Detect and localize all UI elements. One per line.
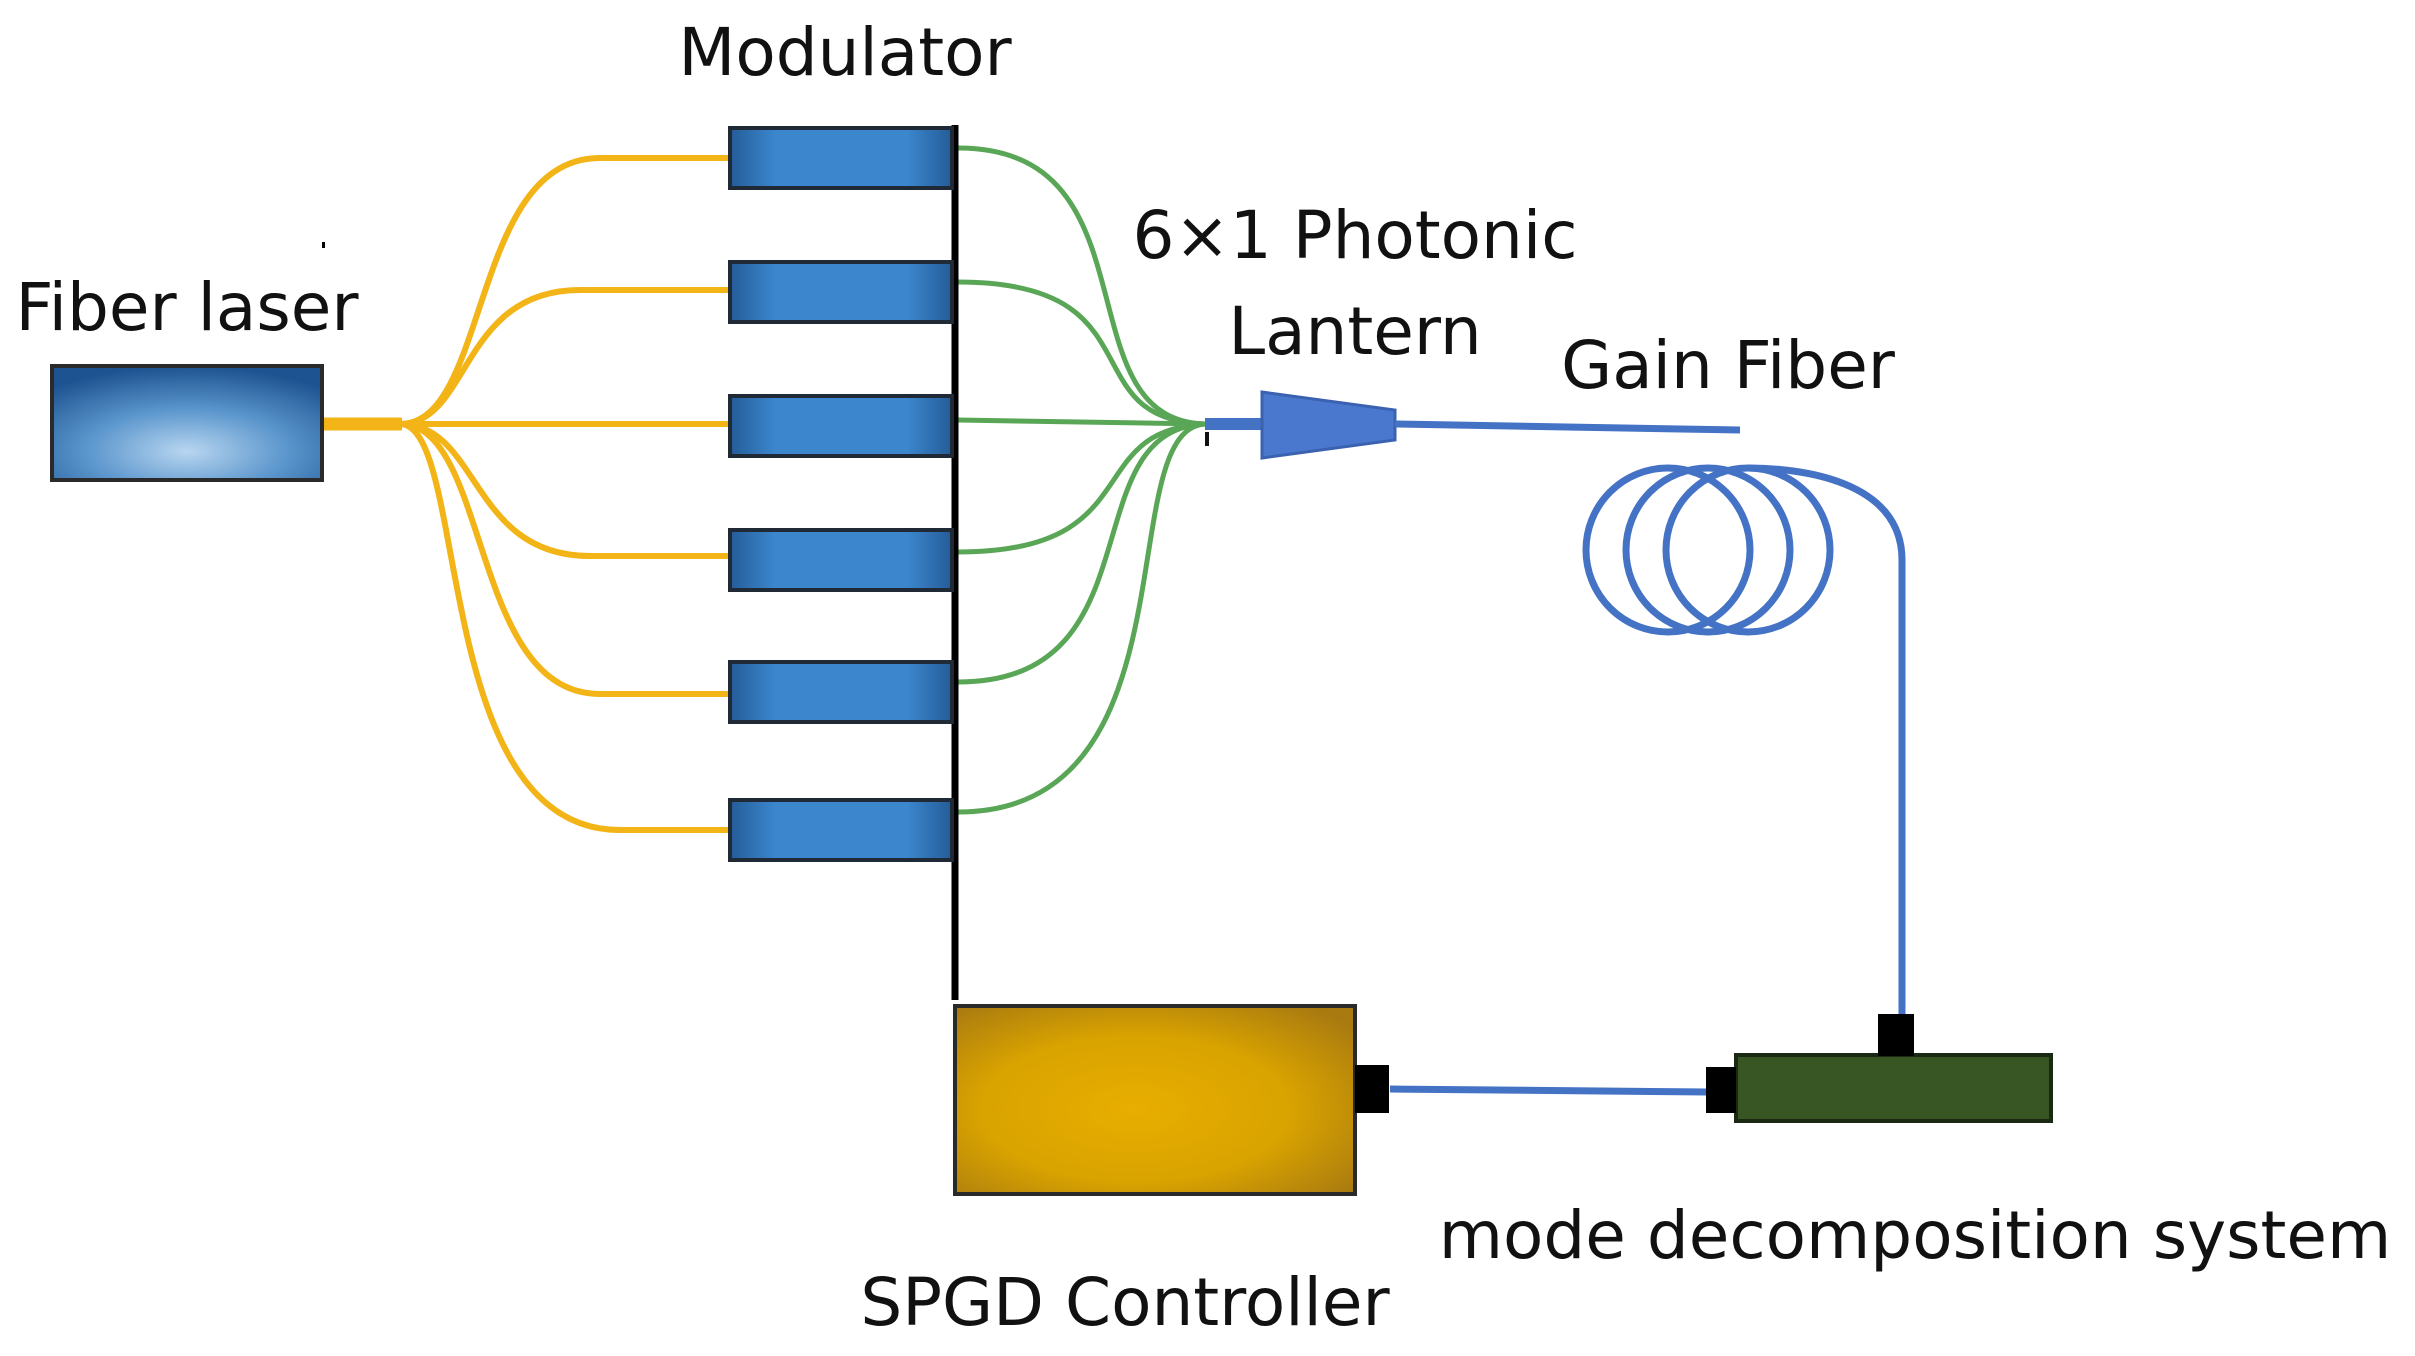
lantern-fiber-2 bbox=[957, 279, 1206, 427]
spgd-controller-label: SPGD Controller bbox=[860, 1264, 1390, 1341]
fiber-laser-label: Fiber laser bbox=[15, 269, 359, 346]
lantern-fiber-4 bbox=[957, 421, 1206, 555]
lantern-label-line2: Lantern bbox=[1228, 293, 1481, 370]
gain-fiber-coil-2 bbox=[1622, 464, 1794, 636]
mode-decomposition-label: mode decomposition system bbox=[1439, 1197, 2392, 1274]
modulator-1 bbox=[728, 126, 954, 190]
stray-mark bbox=[322, 242, 325, 248]
modulator-5 bbox=[728, 660, 954, 724]
lantern-fiber-1 bbox=[957, 145, 1206, 427]
spgd-controller-box bbox=[953, 1004, 1357, 1196]
lantern-label-line1: 6×1 Photonic bbox=[1133, 197, 1578, 274]
input-fibers bbox=[320, 155, 730, 833]
lantern-fiber-5 bbox=[957, 421, 1206, 685]
input-fiber-5 bbox=[399, 421, 730, 697]
mode-decomposition-box bbox=[1734, 1053, 2053, 1123]
mode-system-top-port bbox=[1878, 1014, 1914, 1056]
gain-fiber-coil-1 bbox=[1582, 464, 1754, 636]
gain-fiber bbox=[1389, 420, 1906, 1096]
modulator-3 bbox=[728, 394, 954, 458]
modulator-2 bbox=[728, 260, 954, 324]
lantern-fiber-6 bbox=[957, 421, 1206, 815]
gain-fiber-label: Gain Fiber bbox=[1561, 327, 1896, 404]
input-fiber-4 bbox=[399, 421, 730, 559]
modulator-array bbox=[728, 126, 954, 862]
modulator-label: Modulator bbox=[678, 14, 1012, 91]
input-fiber-2 bbox=[399, 287, 730, 427]
modulator-6 bbox=[728, 798, 954, 862]
lantern-to-coil-fiber bbox=[1394, 420, 1741, 434]
mode-system-left-port bbox=[1706, 1067, 1736, 1113]
photonic-lantern bbox=[1205, 390, 1397, 460]
coil-exit-fiber bbox=[1747, 464, 1906, 1016]
lantern-dark-dot bbox=[1205, 432, 1209, 446]
lantern-fiber-3 bbox=[957, 417, 1206, 427]
modulator-4 bbox=[728, 528, 954, 592]
input-fiber-6 bbox=[399, 421, 730, 833]
controller-link-fiber bbox=[1389, 1085, 1708, 1096]
fiber-laser-box bbox=[50, 364, 324, 482]
controller-port bbox=[1355, 1065, 1389, 1113]
lantern-fibers bbox=[957, 145, 1206, 815]
photonic-lantern-taper bbox=[1260, 390, 1397, 460]
